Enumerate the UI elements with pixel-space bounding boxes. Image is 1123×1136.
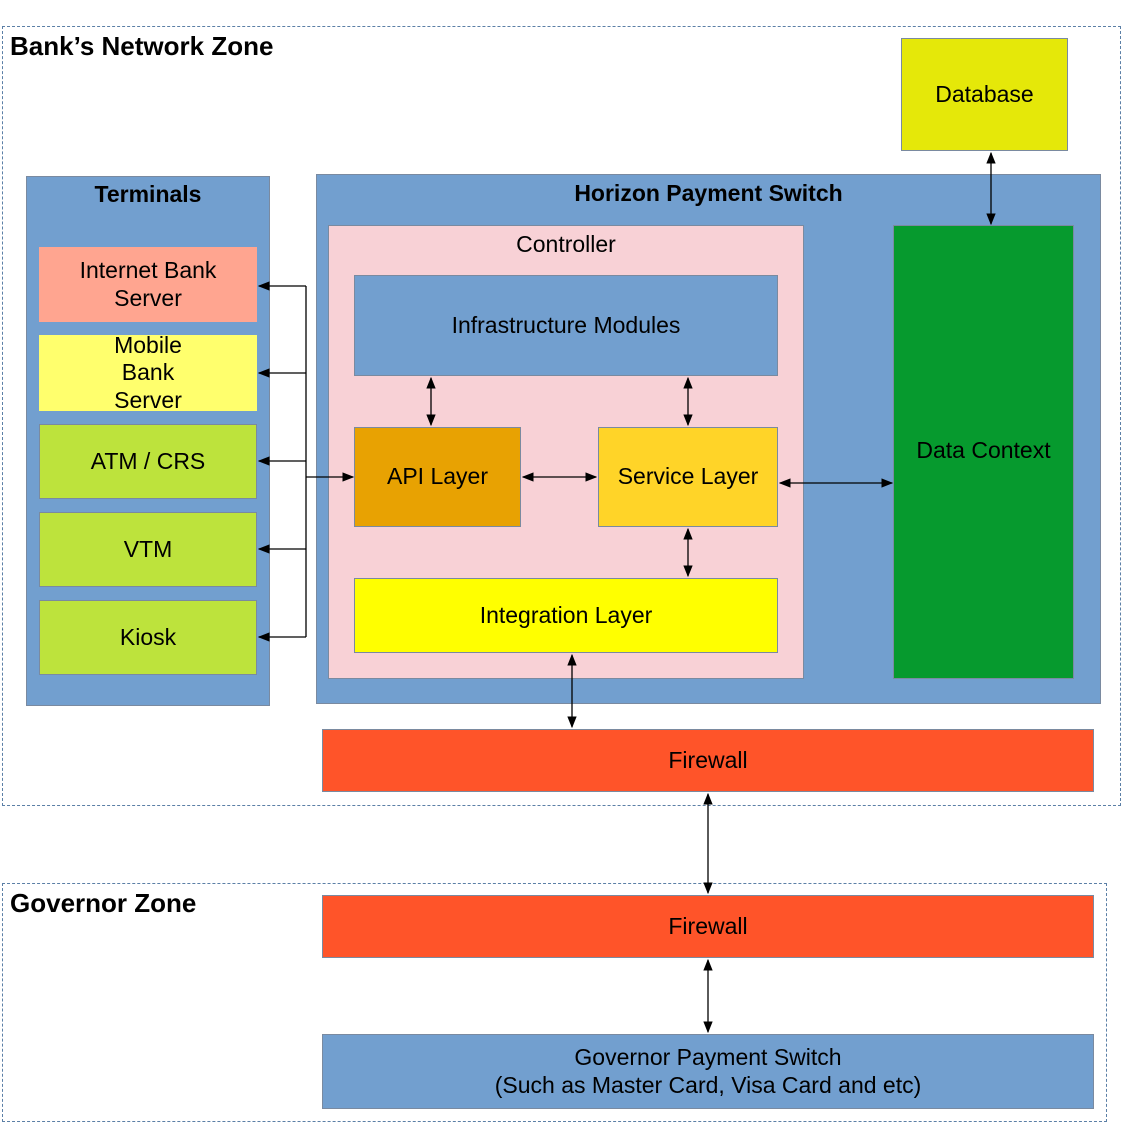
infrastructure-label: Infrastructure Modules [451, 311, 681, 338]
governor-switch-line2: (Such as Master Card, Visa Card and etc) [494, 1071, 922, 1098]
bank-network-zone [2, 26, 1121, 806]
firewall-label: Firewall [668, 746, 748, 773]
firewall-governor: Firewall [322, 895, 1094, 958]
governor-switch-line1: Governor Payment Switch [574, 1043, 842, 1070]
firewall-label: Firewall [668, 912, 748, 939]
service-layer-label: Service Layer [617, 463, 759, 490]
terminal-internet-bank: Internet Bank Server [39, 247, 257, 322]
terminal-label: Mobile Bank Server [114, 331, 182, 413]
firewall-bank: Firewall [322, 729, 1094, 792]
payment-switch-title: Horizon Payment Switch [574, 180, 843, 206]
bank-zone-title: Bank’s Network Zone [10, 31, 274, 61]
terminal-label: ATM / CRS [90, 447, 206, 474]
terminal-label: VTM [123, 535, 173, 562]
terminal-kiosk: Kiosk [39, 600, 257, 675]
terminal-label: Kiosk [119, 623, 177, 650]
governor-zone [2, 883, 1107, 1122]
terminals-title: Terminals [94, 181, 202, 207]
terminal-atm-crs: ATM / CRS [39, 424, 257, 499]
api-layer-label: API Layer [387, 463, 488, 490]
terminal-mobile-bank: Mobile Bank Server [39, 332, 257, 413]
database-label: Database [935, 80, 1034, 107]
controller-title: Controller [516, 231, 616, 257]
api-layer: API Layer [354, 427, 521, 527]
service-layer: Service Layer [598, 427, 778, 527]
terminal-label: Internet Bank Server [79, 256, 217, 311]
data-context-label: Data Context [916, 437, 1051, 464]
integration-layer-label: Integration Layer [479, 601, 653, 628]
data-context: Data Context [893, 225, 1074, 679]
database-box: Database [901, 38, 1068, 151]
governor-zone-title: Governor Zone [10, 888, 197, 918]
integration-layer: Integration Layer [354, 578, 778, 653]
governor-payment-switch: Governor Payment Switch (Such as Master … [322, 1034, 1094, 1109]
terminal-vtm: VTM [39, 512, 257, 587]
infrastructure-modules: Infrastructure Modules [354, 275, 778, 376]
